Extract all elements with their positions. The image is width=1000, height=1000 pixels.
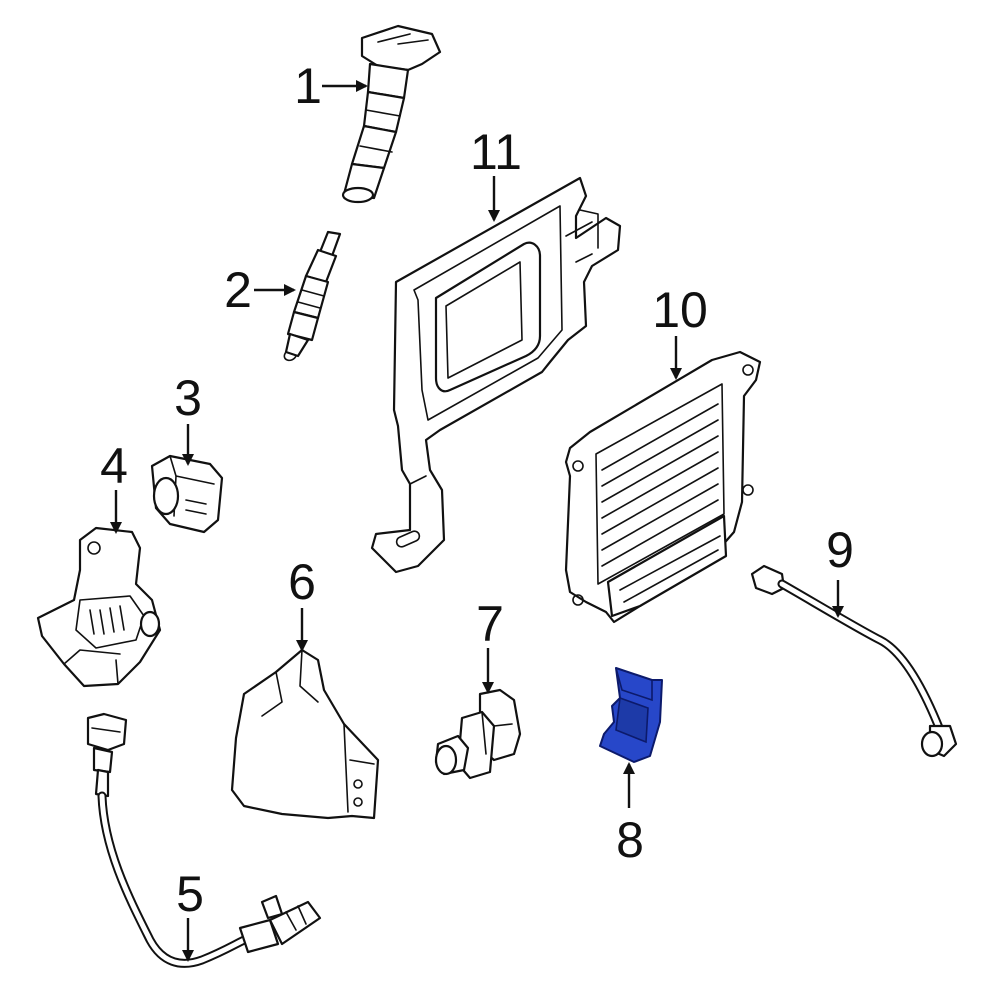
callout-labels: 1 2 3 4 5 6 7 8 9 10 11	[100, 58, 854, 922]
callout-1: 1	[294, 58, 322, 114]
callout-11: 11	[470, 124, 522, 180]
part-7-sensor[interactable]	[434, 688, 522, 780]
callout-6: 6	[288, 554, 316, 610]
part-10-control-module[interactable]	[564, 350, 762, 624]
part-11-mounting-bracket[interactable]	[370, 176, 622, 574]
part-4-bracket[interactable]	[36, 526, 162, 688]
callout-5: 5	[176, 866, 204, 922]
callout-3: 3	[174, 370, 202, 426]
part-2-spark-plug[interactable]	[283, 230, 342, 362]
part-1-ignition-coil[interactable]	[341, 24, 442, 204]
part-3-sensor[interactable]	[150, 454, 224, 534]
callout-9: 9	[826, 522, 854, 578]
part-8-bracket-highlighted[interactable]	[599, 667, 663, 763]
part-5-sensor-cable[interactable]	[86, 712, 322, 968]
callout-8: 8	[616, 812, 644, 868]
part-9-cable-sensor[interactable]	[750, 564, 958, 758]
callout-2: 2	[224, 262, 252, 318]
callout-4: 4	[100, 438, 128, 494]
callout-arrows	[110, 80, 844, 962]
callout-10: 10	[652, 282, 708, 338]
callout-7: 7	[476, 596, 504, 652]
part-6-cover[interactable]	[230, 648, 380, 820]
